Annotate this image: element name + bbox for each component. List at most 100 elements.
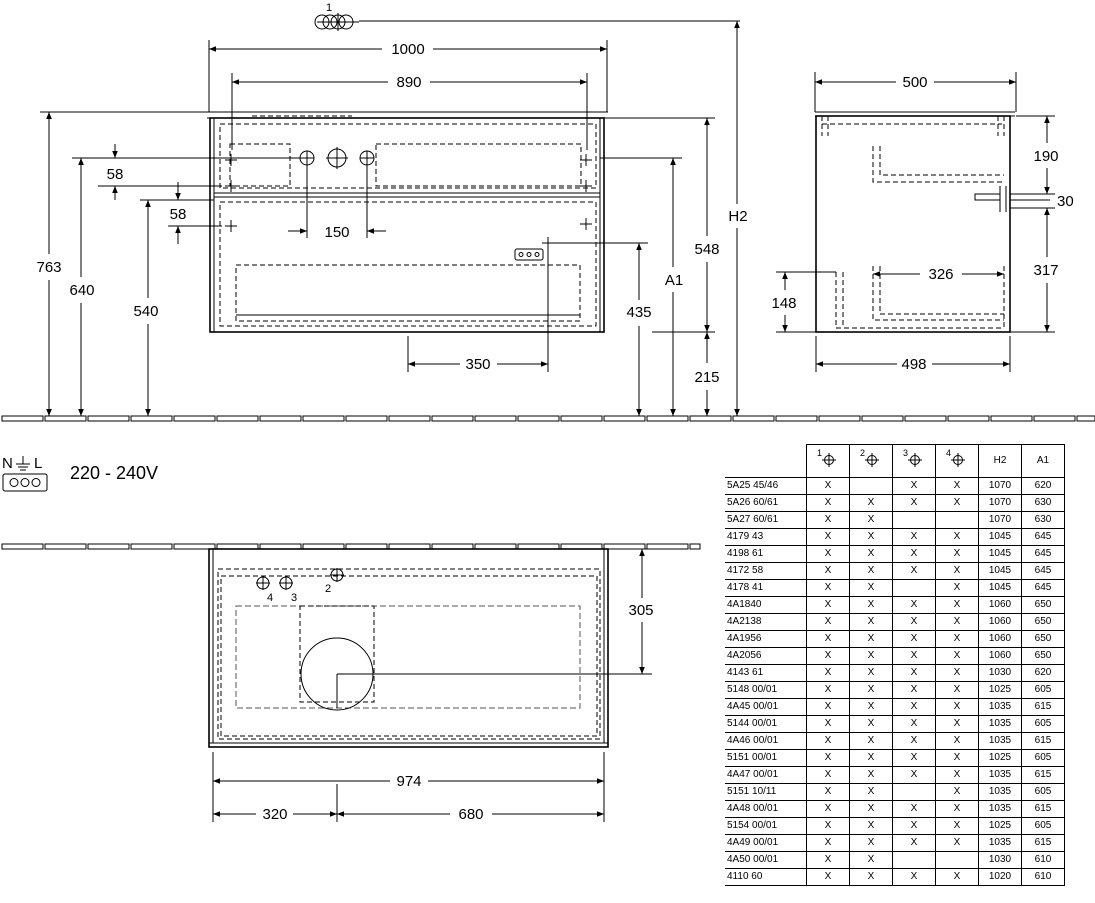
cell-tap-hole: X — [806, 766, 850, 784]
cell-tap-hole: X — [806, 494, 850, 512]
cell-code: 5A27 60/61 — [725, 511, 807, 529]
floor-segment — [646, 543, 689, 550]
floor-segment — [646, 415, 689, 422]
cell-tap-hole: X — [806, 613, 850, 631]
floor-segment — [904, 415, 947, 422]
cell-tap-hole: X — [806, 528, 850, 546]
floor-segment — [517, 415, 560, 422]
cell-tap-hole: X — [849, 562, 893, 580]
cell-tap-hole: X — [849, 766, 893, 784]
voltage-label: 220 - 240V — [70, 463, 158, 483]
cell-a1: 620 — [1021, 477, 1065, 495]
cell-tap-hole: X — [806, 800, 850, 818]
cell-a1: 605 — [1021, 749, 1065, 767]
cell-h2: 1060 — [978, 613, 1022, 631]
cell-h2: 1035 — [978, 698, 1022, 716]
cell-tap-hole: X — [806, 817, 850, 835]
cell-a1: 615 — [1021, 698, 1065, 716]
cell-tap-hole: X — [849, 647, 893, 665]
cell-tap-hole: X — [806, 596, 850, 614]
tap-hole-number: 1 — [817, 448, 823, 458]
cell-h2: 1025 — [978, 681, 1022, 699]
dim-30: 30 — [1057, 193, 1074, 210]
floor-segment — [560, 415, 603, 422]
cell-code: 5151 10/11 — [725, 783, 807, 801]
cell-tap-hole: X — [806, 732, 850, 750]
cell-a1: 650 — [1021, 647, 1065, 665]
dim-540: 540 — [133, 303, 158, 320]
floor-segment — [173, 415, 216, 422]
cell-tap-hole: X — [849, 630, 893, 648]
cell-code: 4143 61 — [725, 664, 807, 682]
cell-code: 4172 58 — [725, 562, 807, 580]
cell-tap-hole: X — [935, 698, 979, 716]
cell-tap-hole: X — [892, 715, 936, 733]
floor-segment — [130, 543, 173, 550]
cell-tap-hole: X — [935, 681, 979, 699]
tap-hole-icon: 4 — [945, 445, 969, 471]
cell-tap-hole: X — [935, 817, 979, 835]
dim-317: 317 — [1033, 262, 1058, 279]
floor-segment — [861, 415, 904, 422]
floor-segment — [689, 543, 701, 550]
front-view — [207, 111, 608, 333]
cell-code: 4A1840 — [725, 596, 807, 614]
cell-h2: 1060 — [978, 630, 1022, 648]
dim-58-top: 58 — [107, 166, 124, 183]
cell-h2: 1045 — [978, 545, 1022, 563]
cell-tap-hole: X — [806, 868, 850, 886]
cell-h2: 1045 — [978, 528, 1022, 546]
floor-segment — [689, 415, 732, 422]
cell-tap-hole: X — [892, 528, 936, 546]
cell-tap-hole: X — [892, 545, 936, 563]
header-code — [725, 444, 807, 478]
cell-tap-hole — [892, 579, 936, 597]
cell-code: 4198 61 — [725, 545, 807, 563]
tap-hole-icon: 1 — [816, 445, 840, 471]
dim-500: 500 — [902, 74, 927, 91]
cell-tap-hole: X — [892, 868, 936, 886]
cell-a1: 620 — [1021, 664, 1065, 682]
cell-tap-hole: X — [935, 647, 979, 665]
cell-h2: 1070 — [978, 494, 1022, 512]
cell-h2: 1030 — [978, 851, 1022, 869]
cell-h2: 1035 — [978, 834, 1022, 852]
cell-code: 4A48 00/01 — [725, 800, 807, 818]
cell-tap-hole: X — [806, 477, 850, 495]
cell-tap-hole: X — [806, 511, 850, 529]
cell-tap-hole — [935, 851, 979, 869]
floor-segment — [87, 415, 130, 422]
floor-segment — [1033, 415, 1076, 422]
cell-tap-hole: X — [892, 596, 936, 614]
floor-segment — [87, 543, 130, 550]
cell-a1: 645 — [1021, 528, 1065, 546]
cell-tap-hole: X — [935, 528, 979, 546]
cell-h2: 1025 — [978, 817, 1022, 835]
dim-58-mid: 58 — [170, 206, 187, 223]
cell-tap-hole: X — [849, 528, 893, 546]
cell-h2: 1025 — [978, 749, 1022, 767]
cell-code: 5A26 60/61 — [725, 494, 807, 512]
hole-2-label: 2 — [325, 583, 331, 595]
dim-305: 305 — [628, 602, 653, 619]
tap-hole-icon: 3 — [902, 445, 926, 471]
cell-a1: 605 — [1021, 715, 1065, 733]
dim-890: 890 — [396, 74, 421, 91]
floor-segment — [1076, 415, 1095, 422]
cell-tap-hole: X — [892, 698, 936, 716]
cell-tap-hole: X — [849, 817, 893, 835]
